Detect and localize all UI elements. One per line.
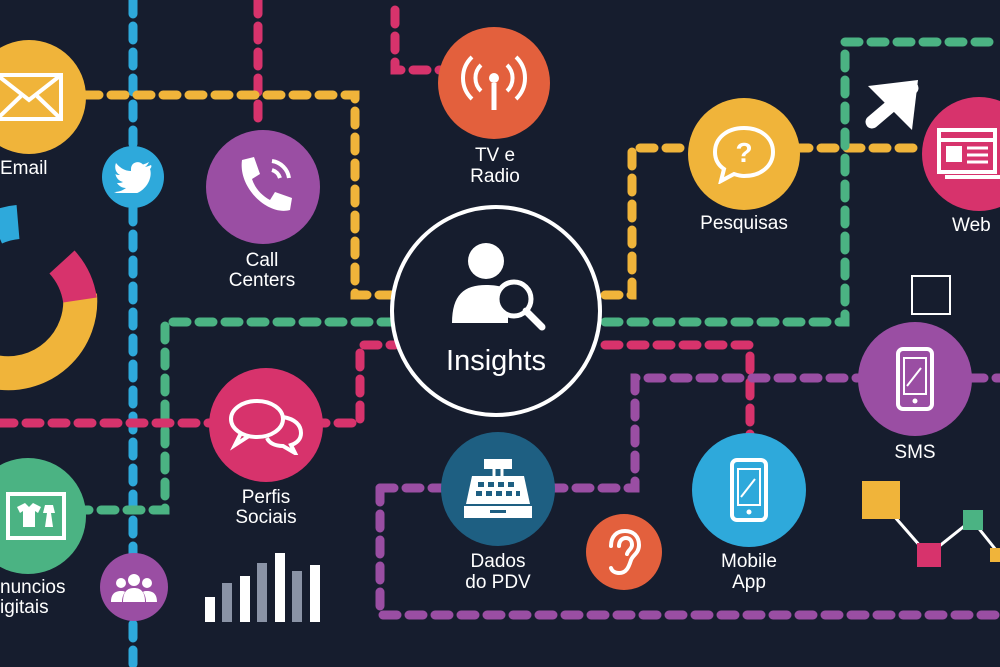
ear-icon [609,528,642,576]
broadcast-tower-icon [461,55,527,110]
dados-pdv-node[interactable] [441,432,555,546]
call-centers-node[interactable] [206,130,320,244]
mobile-app-node[interactable] [692,433,806,547]
envelope-icon [0,73,63,121]
dados-pdv-label-1: Dados [470,551,526,572]
mobile-app-label-1: Mobile [721,551,777,572]
perfis-sociais-label-2: Sociais [235,507,297,528]
sms-node[interactable] [858,322,972,436]
pesquisas-label: Pesquisas [700,213,788,234]
tshirt-sign-icon [6,492,66,540]
perfis-sociais-label-1: Perfis [241,487,291,508]
green-path-left [75,317,400,515]
bar-chart-decoration [205,553,320,622]
users-group-node[interactable] [100,553,168,621]
listening-node[interactable] [586,514,662,590]
yellow-path-pesquisas [600,143,695,300]
twitter-bird-icon [114,162,152,193]
purple-path-bottom [375,483,1000,620]
mobile-app-label-2: App [732,572,766,593]
user-search-icon [452,243,546,331]
call-centers-label-2: Centers [228,270,296,291]
anuncios-digitais-label-2: igitais [0,597,49,618]
donut-decoration [0,205,98,391]
network-decoration [862,481,1000,567]
arrow-icon [865,80,919,130]
pesquisas-node[interactable]: ? [688,98,800,210]
smartphone-icon [730,458,768,522]
tv-radio-label-2: Radio [470,166,520,187]
dados-pdv-label-2: do PDV [465,572,531,593]
svg-text:?: ? [735,137,752,168]
phone-device-icon [896,347,934,411]
tv-radio-node[interactable] [438,27,550,139]
web-label: Web [952,215,991,236]
insights-label: Insights [446,345,546,377]
pink-path-left [0,340,400,428]
users-group-icon [111,574,157,602]
sms-label: SMS [894,442,936,463]
insights-center-node[interactable]: Insights [390,205,602,417]
twitter-node[interactable] [102,146,164,208]
outline-square-decoration [911,275,951,315]
browser-window-icon [937,128,1000,179]
tv-radio-label-1: TV e [474,145,516,166]
cash-register-icon [464,459,532,518]
phone-icon [241,157,292,211]
anuncios-digitais-label-1: nuncios [0,577,66,598]
pink-path-right [600,340,755,445]
yellow-path-left [80,90,400,300]
perfis-sociais-node[interactable] [209,368,323,482]
chat-bubbles-icon [229,399,304,455]
purple-path-mid [545,373,865,493]
green-path-right [600,37,1000,327]
pink-path-tv [390,5,450,75]
question-bubble-icon: ? [712,125,776,184]
email-label: Email [0,158,48,179]
call-centers-label-1: Call [245,250,279,271]
